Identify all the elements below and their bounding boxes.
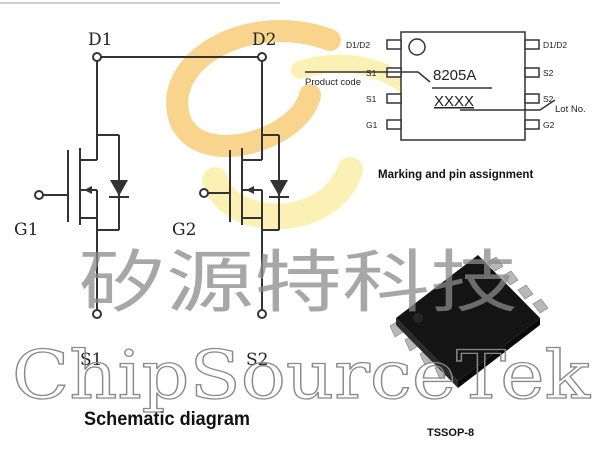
mosfet-1-symbol bbox=[34, 134, 129, 319]
label-d1: D1 bbox=[88, 30, 112, 50]
part-number: 8205A bbox=[433, 67, 476, 84]
label-g1: G1 bbox=[14, 220, 38, 240]
label-s1: S1 bbox=[80, 350, 102, 370]
callout-product-code: Product code bbox=[305, 77, 361, 88]
schematic-diagram bbox=[34, 52, 289, 319]
marking-title: Marking and pin assignment bbox=[378, 169, 533, 181]
callout-lot-no: Lot No. bbox=[555, 104, 586, 115]
tssop-package-image bbox=[389, 255, 549, 388]
package-name: TSSOP-8 bbox=[427, 427, 474, 439]
schematic-title: Schematic diagram bbox=[84, 409, 250, 430]
marking-diagram bbox=[305, 31, 556, 141]
label-g2: G2 bbox=[172, 220, 196, 240]
left-pin-2: S1 bbox=[366, 68, 377, 78]
marking-text: 8205A XXXX D1/D2 S1 S1 G1 D1/D2 S2 S2 G2… bbox=[305, 40, 586, 130]
right-pin-2: S2 bbox=[543, 68, 554, 78]
left-pin-3: S1 bbox=[366, 94, 377, 104]
label-d2: D2 bbox=[252, 30, 276, 50]
left-pin-1: D1/D2 bbox=[346, 40, 370, 50]
label-s2: S2 bbox=[246, 350, 268, 370]
right-pin-4: G2 bbox=[543, 120, 555, 130]
watermark-chinese: 矽源特科技 bbox=[78, 244, 518, 323]
left-pin-4: G1 bbox=[366, 120, 378, 130]
right-pin-1: D1/D2 bbox=[543, 40, 567, 50]
watermark-english: ChipSourceTek bbox=[12, 337, 591, 414]
mosfet-2-symbol bbox=[199, 134, 289, 319]
right-pin-3: S2 bbox=[543, 94, 554, 104]
lot-code: XXXX bbox=[434, 93, 474, 110]
schematic-labels: D1 D2 G1 G2 S1 S2 bbox=[14, 30, 276, 370]
